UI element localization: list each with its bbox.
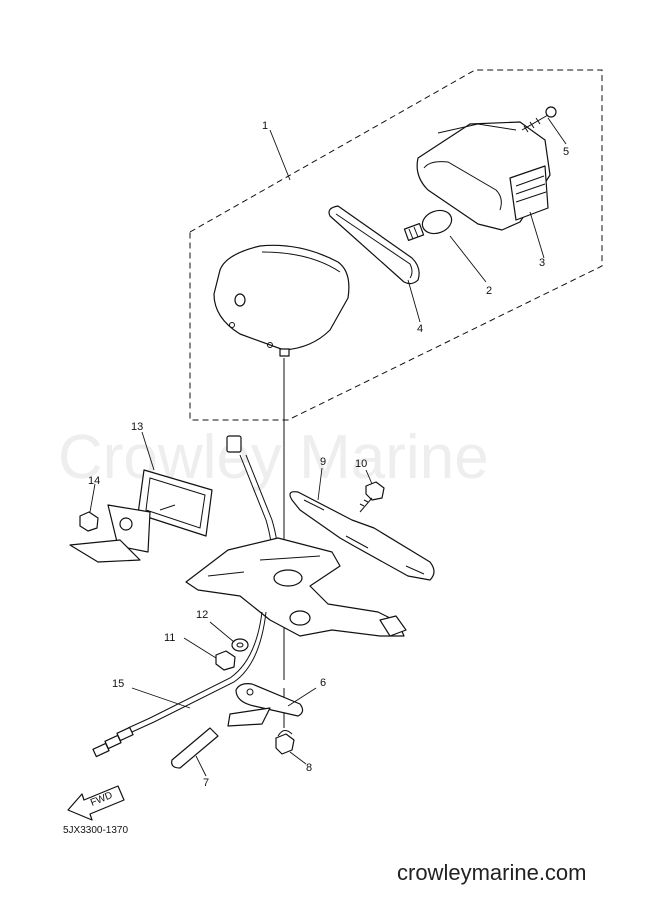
gasket[interactable] bbox=[328, 205, 420, 285]
lamp-bracket[interactable] bbox=[69, 504, 151, 563]
screw-5[interactable] bbox=[521, 106, 557, 133]
lamp-housing[interactable] bbox=[416, 121, 551, 231]
sleeve[interactable] bbox=[171, 727, 219, 769]
license-bracket-plate[interactable] bbox=[289, 491, 435, 581]
callout-10: 10 bbox=[355, 458, 367, 470]
callout-7: 7 bbox=[203, 777, 209, 789]
wiring-harness[interactable] bbox=[92, 611, 267, 758]
washer-12[interactable] bbox=[231, 638, 249, 652]
main-bracket[interactable] bbox=[185, 537, 407, 637]
license-lamp[interactable] bbox=[137, 469, 213, 537]
watermark: Crowley Marine bbox=[58, 423, 489, 492]
bolt-10[interactable] bbox=[359, 481, 385, 513]
callout-3: 3 bbox=[539, 257, 545, 269]
diagram-code: 5JX3300-1370 bbox=[63, 825, 128, 836]
ground-plate[interactable] bbox=[227, 683, 304, 727]
callout-15: 15 bbox=[112, 678, 124, 690]
lens[interactable] bbox=[213, 244, 350, 357]
callout-2: 2 bbox=[486, 285, 492, 297]
callout-1: 1 bbox=[262, 120, 268, 132]
nut-14[interactable] bbox=[79, 511, 99, 532]
site-name: crowleymarine.com bbox=[397, 860, 587, 885]
leader-lines bbox=[89, 117, 567, 777]
callout-5: 5 bbox=[563, 146, 569, 158]
callout-6: 6 bbox=[320, 677, 326, 689]
callout-9: 9 bbox=[320, 456, 326, 468]
cap-nut[interactable] bbox=[275, 730, 295, 755]
callout-14: 14 bbox=[88, 475, 100, 487]
callout-4: 4 bbox=[417, 323, 423, 335]
callout-12: 12 bbox=[196, 609, 208, 621]
callout-8: 8 bbox=[306, 762, 312, 774]
assembly-boundary bbox=[189, 69, 603, 421]
bulb[interactable] bbox=[403, 207, 454, 241]
nut-11[interactable] bbox=[215, 650, 236, 671]
fwd-arrow: FWD bbox=[67, 785, 125, 821]
callout-11: 11 bbox=[164, 632, 175, 644]
callout-13: 13 bbox=[131, 421, 143, 433]
